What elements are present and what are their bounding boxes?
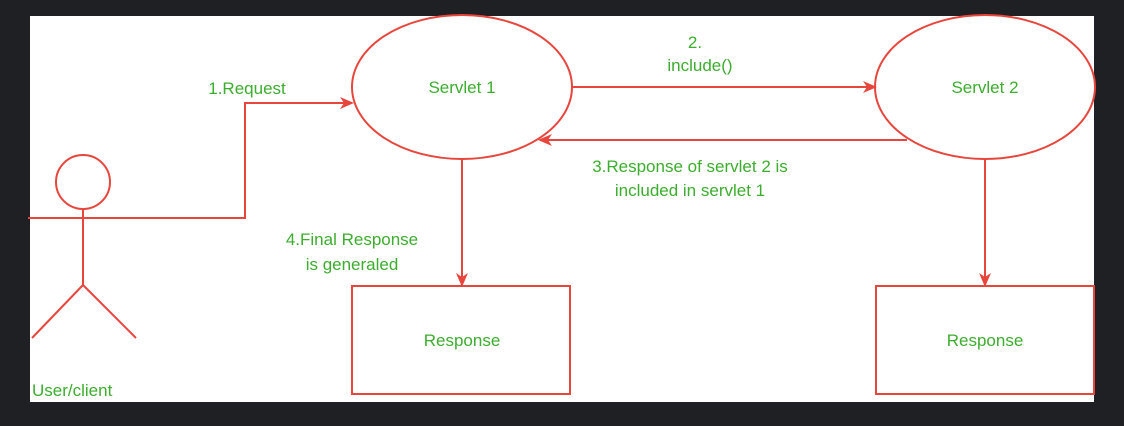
final-response-label-line-2: is generaled <box>306 255 399 274</box>
servlet-1-label: Servlet 1 <box>428 78 495 97</box>
response-1-node <box>351 285 571 395</box>
final-response-label-line-1: 4.Final Response <box>286 230 418 249</box>
include-label-line-1: 2. <box>688 33 702 52</box>
response-1-label: Response <box>424 331 501 350</box>
included-label-line-2: included in servlet 1 <box>615 181 765 200</box>
request-arrow <box>138 97 354 219</box>
actor-label: User/client <box>32 381 113 400</box>
include-label-line-2: include() <box>667 56 732 75</box>
user-actor-icon <box>28 154 138 339</box>
servlet-2-label: Servlet 2 <box>951 78 1018 97</box>
included-label-line-1: 3.Response of servlet 2 is <box>592 157 788 176</box>
request-label: 1.Request <box>208 79 286 98</box>
response-2-label: Response <box>947 331 1024 350</box>
response-2-node <box>875 285 1095 395</box>
